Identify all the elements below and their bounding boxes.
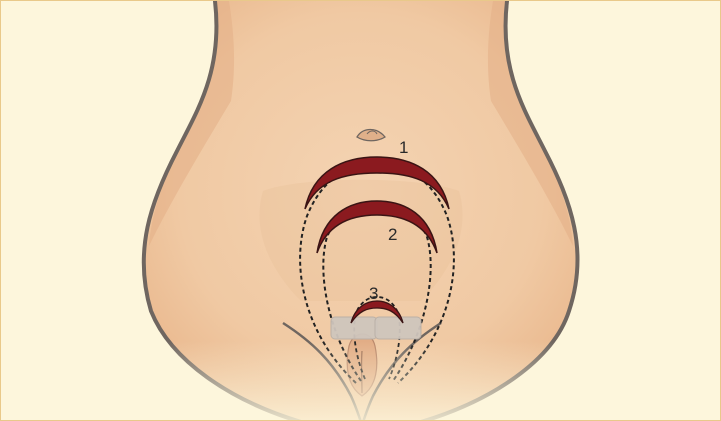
marker-2: 2 — [388, 225, 397, 244]
marker-1: 1 — [399, 138, 408, 157]
bottom-fade — [1, 341, 721, 421]
marker-3: 3 — [369, 284, 378, 303]
dressing-right — [375, 317, 421, 339]
dressing-left — [331, 317, 377, 339]
